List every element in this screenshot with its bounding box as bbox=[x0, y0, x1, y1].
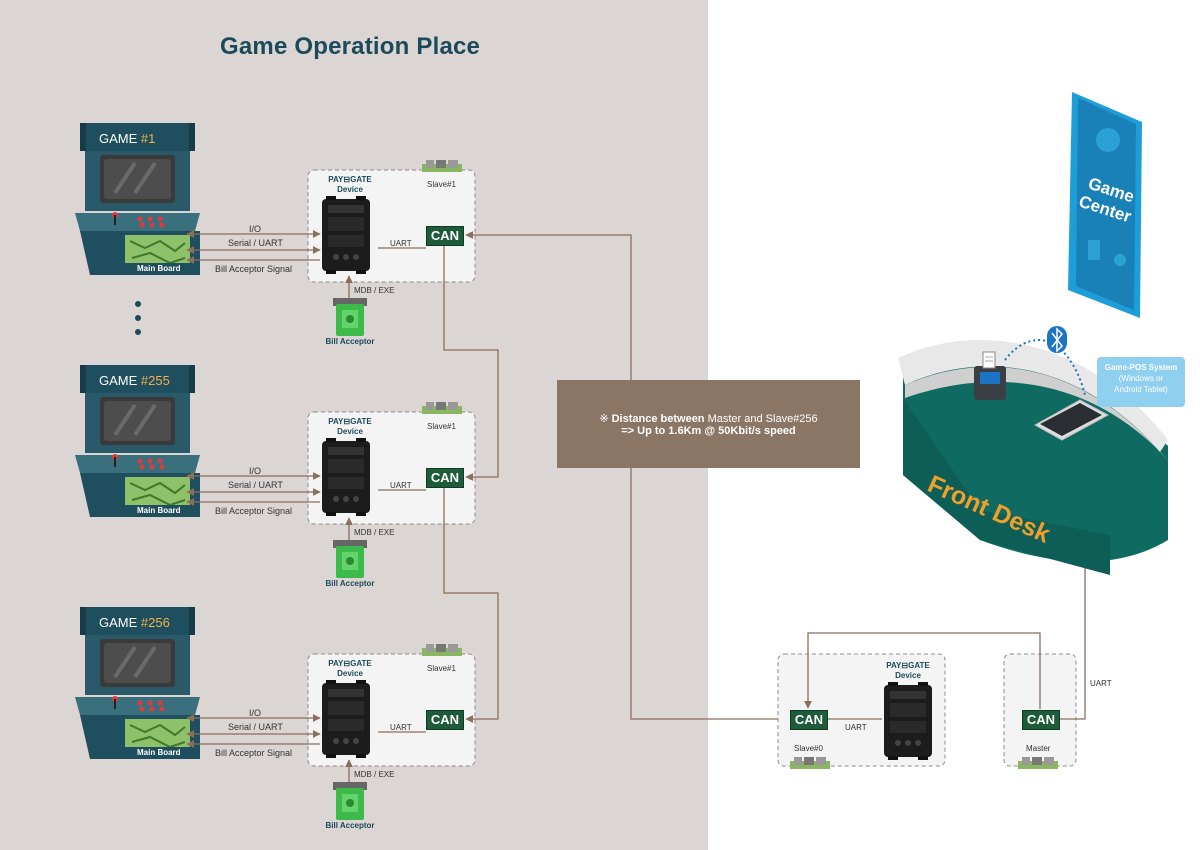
paygate-device-256 bbox=[322, 680, 370, 758]
pcb-connector-icon bbox=[790, 757, 830, 769]
serial-uart-label: Serial / UART bbox=[228, 722, 283, 732]
uart-label: UART bbox=[845, 723, 867, 732]
game-label-256: GAME #256 bbox=[99, 615, 170, 630]
slave-label: Slave#1 bbox=[427, 422, 456, 431]
serial-uart-label: Serial / UART bbox=[228, 480, 283, 490]
can-node-256: CAN bbox=[426, 710, 464, 730]
pcb-connector-icon bbox=[1018, 757, 1058, 769]
slave0-label: Slave#0 bbox=[794, 744, 823, 753]
io-label: I/O bbox=[249, 708, 262, 718]
game-label-1: GAME #1 bbox=[99, 131, 156, 146]
can-node-1: CAN bbox=[426, 226, 464, 246]
bill-acceptor-1 bbox=[333, 298, 367, 336]
bill-acceptor-255 bbox=[333, 540, 367, 578]
bill-acceptor-label: Bill Acceptor bbox=[325, 337, 375, 346]
io-label: I/O bbox=[249, 466, 262, 476]
bill-acceptor-label: Bill Acceptor bbox=[325, 579, 375, 588]
game-label-255: GAME #255 bbox=[99, 373, 170, 388]
paygate-device-255 bbox=[322, 438, 370, 516]
uart-label: UART bbox=[390, 723, 412, 732]
bill-signal-label: Bill Acceptor Signal bbox=[215, 748, 293, 758]
distance-note: ※ Distance between Master and Slave#256 … bbox=[557, 380, 860, 468]
serial-uart-label: Serial / UART bbox=[228, 238, 283, 248]
bill-signal-label: Bill Acceptor Signal bbox=[215, 264, 293, 274]
pcb-connector-icon bbox=[422, 160, 462, 172]
main-board-label: Main Board bbox=[137, 506, 181, 515]
main-board-label: Main Board bbox=[137, 264, 181, 273]
bill-acceptor-label: Bill Acceptor bbox=[325, 821, 375, 830]
bill-signal-label: Bill Acceptor Signal bbox=[215, 506, 293, 516]
can-node-slave0: CAN bbox=[790, 710, 828, 730]
mdb-exe-label: MDB / EXE bbox=[354, 528, 395, 537]
can-node-master: CAN bbox=[1022, 710, 1060, 730]
slave-label: Slave#1 bbox=[427, 180, 456, 189]
bill-acceptor-256 bbox=[333, 782, 367, 820]
master-label: Master bbox=[1026, 744, 1051, 753]
pcb-connector-icon bbox=[422, 402, 462, 414]
uart-label: UART bbox=[1090, 679, 1112, 688]
game-center-banner bbox=[1068, 92, 1142, 318]
paygate-device-1 bbox=[322, 196, 370, 274]
mdb-exe-label: MDB / EXE bbox=[354, 286, 395, 295]
bluetooth-icon bbox=[1047, 326, 1067, 353]
ellipsis-dot bbox=[135, 301, 141, 307]
tablet-pos bbox=[1033, 399, 1110, 441]
can-node-255: CAN bbox=[426, 468, 464, 488]
game-pos-callout: Game-POS System (Windows or Android Tabl… bbox=[1097, 357, 1185, 407]
uart-label: UART bbox=[390, 481, 412, 490]
pcb-connector-icon bbox=[422, 644, 462, 656]
ellipsis-dot bbox=[135, 329, 141, 335]
receipt-printer bbox=[974, 351, 1006, 400]
mdb-exe-label: MDB / EXE bbox=[354, 770, 395, 779]
paygate-device-slave0 bbox=[884, 682, 932, 760]
slave-label: Slave#1 bbox=[427, 664, 456, 673]
main-board-label: Main Board bbox=[137, 748, 181, 757]
uart-label: UART bbox=[390, 239, 412, 248]
io-label: I/O bbox=[249, 224, 262, 234]
page-title: Game Operation Place bbox=[220, 33, 481, 60]
ellipsis-dot bbox=[135, 315, 141, 321]
